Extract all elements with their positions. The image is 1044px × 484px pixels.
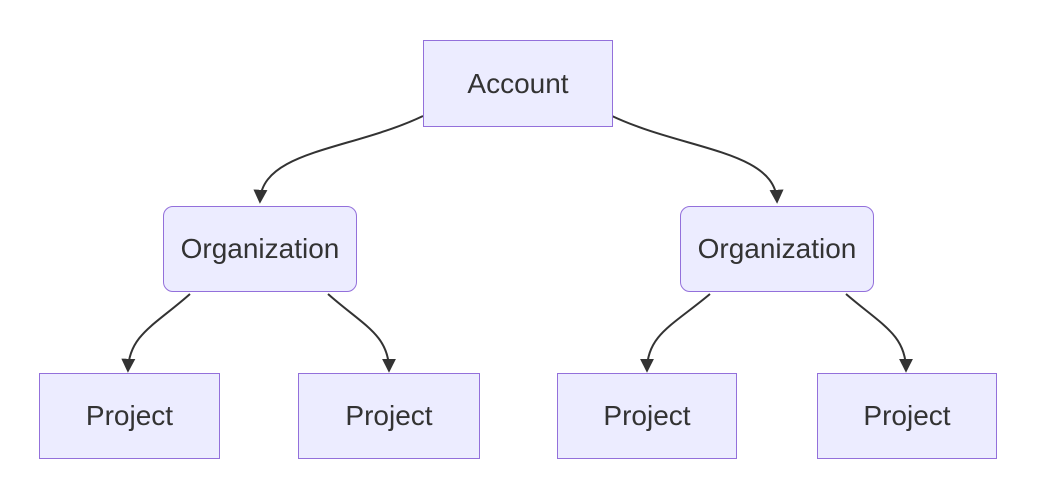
node-organization-1: Organization	[163, 206, 357, 292]
node-project-3-label: Project	[603, 400, 691, 431]
edge-organization-1-project-1	[121, 293, 191, 373]
node-account-label: Account	[467, 67, 569, 99]
node-account: Account	[423, 40, 613, 127]
node-project-1: Project	[39, 373, 220, 459]
node-organization-1-label: Organization	[180, 233, 340, 264]
edge-account-organization-2	[611, 115, 784, 204]
node-organization-2: Organization	[680, 206, 874, 292]
edge-account-organization-1	[253, 115, 424, 204]
edge-organization-2-project-4	[845, 293, 913, 373]
node-organization-2-label: Organization	[697, 233, 857, 264]
node-project-4-label: Project	[863, 400, 951, 431]
node-project-3: Project	[557, 373, 737, 459]
edge-organization-2-project-3	[640, 293, 711, 373]
edge-organization-1-project-2	[327, 293, 396, 373]
node-project-4: Project	[817, 373, 997, 459]
node-project-1-label: Project	[85, 400, 174, 431]
node-project-2: Project	[298, 373, 480, 459]
node-project-2-label: Project	[345, 400, 433, 431]
